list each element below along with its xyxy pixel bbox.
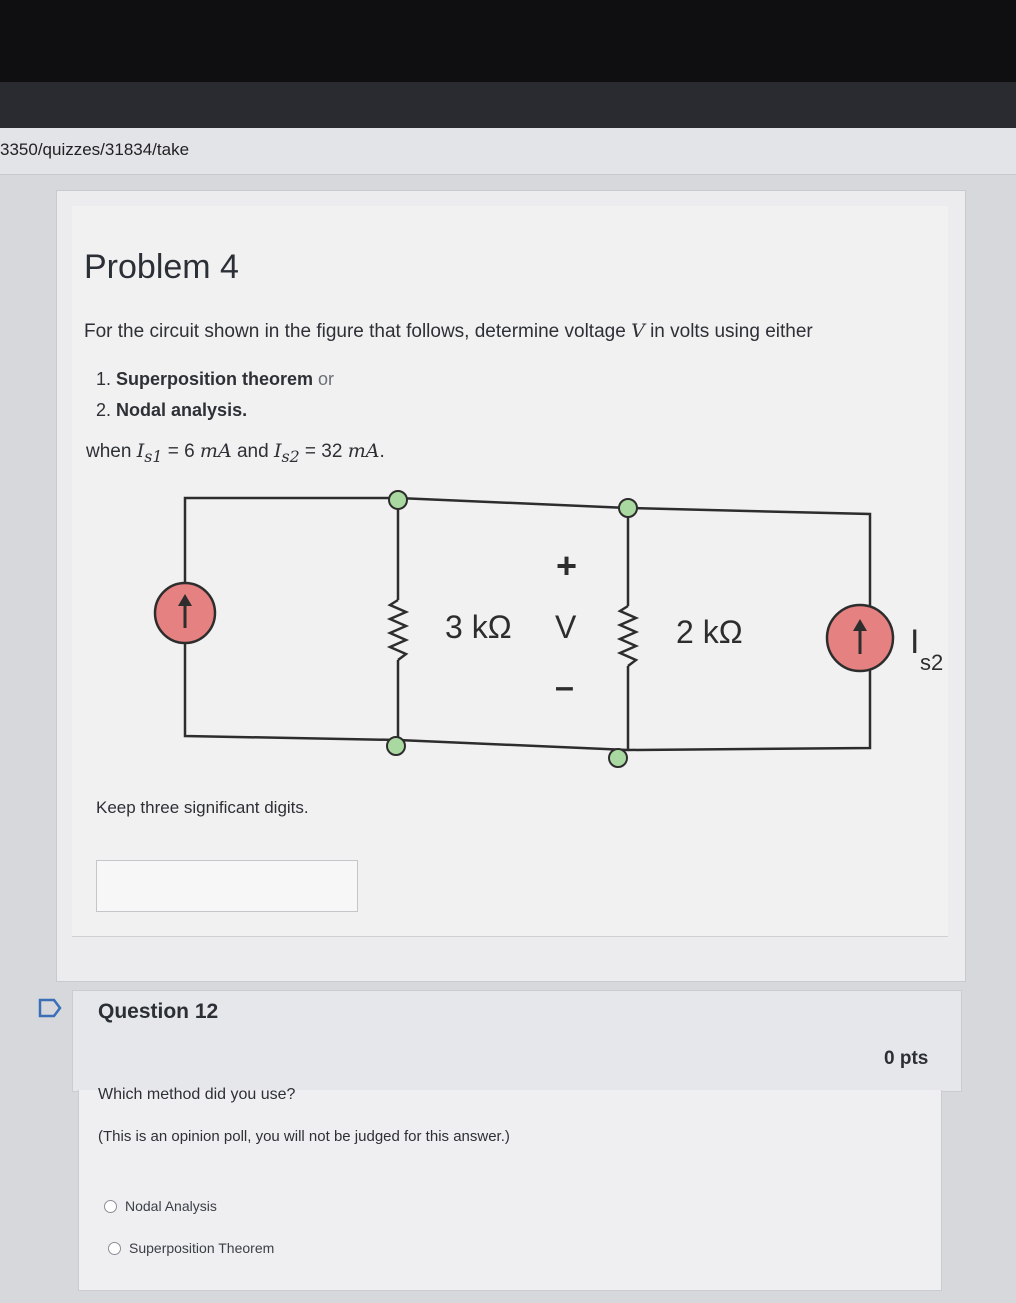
voltage-label: V <box>555 609 577 645</box>
method-item: 1. Superposition theorem or <box>96 369 335 389</box>
answer-input[interactable] <box>96 860 358 912</box>
question-header <box>72 990 962 1092</box>
question-points: 0 pts <box>884 1048 929 1069</box>
method-list: 1. Superposition theorem or 2. Nodal ana… <box>96 364 334 426</box>
option-label: Superposition Theorem <box>129 1240 275 1256</box>
browser-top-bar <box>0 0 1016 82</box>
problem-intro: For the circuit shown in the figure that… <box>84 320 813 342</box>
resistor-3k-label: 3 kΩ <box>445 609 512 645</box>
voltage-minus: – <box>555 668 574 706</box>
circuit-diagram: I s1 3 kΩ + V – 2 kΩ I s2 <box>153 490 943 768</box>
is2-subscript: s2 <box>920 650 943 675</box>
instruction-text: Keep three significant digits. <box>96 798 309 817</box>
circuit-nodes <box>386 490 638 768</box>
problem-title: Problem 4 <box>84 248 239 286</box>
source-is1 <box>153 581 217 645</box>
is2-label: I <box>910 623 919 661</box>
resistor-2k <box>616 604 640 667</box>
question-note: (This is an opinion poll, you will not b… <box>98 1128 510 1145</box>
option-label: Nodal Analysis <box>125 1198 217 1214</box>
given-values: when Is1 = 6 mA and Is2 = 32 mA. <box>86 440 385 466</box>
url-text: 3350/quizzes/31834/take <box>0 140 190 159</box>
radio-button[interactable] <box>108 1241 121 1255</box>
browser-tab-strip <box>0 82 1016 128</box>
question-content <box>78 1090 942 1291</box>
source-is2 <box>825 603 895 673</box>
method-item: 2. Nodal analysis. <box>96 400 248 420</box>
resistor-3k <box>386 598 410 661</box>
circuit-wires <box>183 496 872 752</box>
voltage-plus: + <box>556 545 577 586</box>
option-superposition-theorem[interactable]: Superposition Theorem <box>108 1240 274 1256</box>
radio-button[interactable] <box>104 1199 117 1213</box>
address-bar[interactable]: 3350/quizzes/31834/take <box>0 128 1016 175</box>
question-text: Which method did you use? <box>98 1086 296 1103</box>
question-title: Question 12 <box>98 1000 219 1023</box>
question-body <box>72 206 948 937</box>
resistor-2k-label: 2 kΩ <box>676 614 743 650</box>
flag-question-icon[interactable] <box>38 998 64 1018</box>
option-nodal-analysis[interactable]: Nodal Analysis <box>104 1198 217 1214</box>
